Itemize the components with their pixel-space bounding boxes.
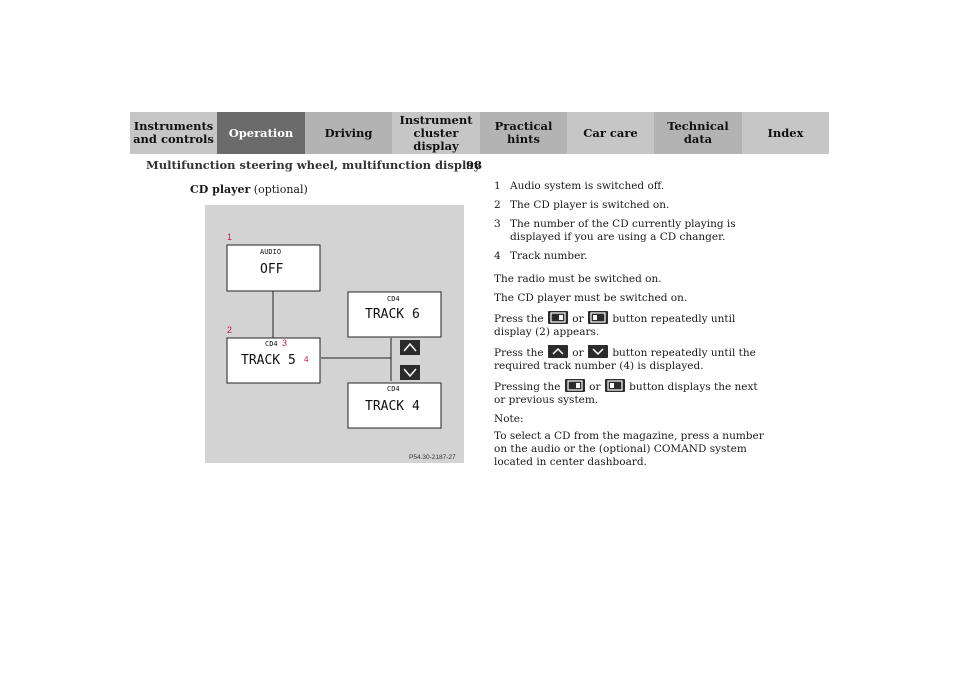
- callout-4: 4: [304, 355, 309, 364]
- next-system-icon: [564, 379, 585, 392]
- note-label: Note:: [494, 413, 524, 425]
- tab-instruments-and-controls[interactable]: Instruments and controls: [130, 112, 217, 154]
- callout-1: 1: [227, 232, 232, 242]
- note-text: To select a CD from the magazine, press …: [494, 430, 764, 468]
- arrow-down-icon: [400, 365, 420, 380]
- display-diagram: AUDIO OFF CD4 TRACK 5 CD4 TRACK 6 CD4 TR…: [226, 232, 456, 461]
- display-audio-off: [226, 244, 321, 292]
- tab-index[interactable]: Index: [742, 112, 829, 154]
- tab-car-care[interactable]: Car care: [567, 112, 654, 154]
- callout-3: 3: [282, 338, 287, 348]
- tab-operation[interactable]: Operation: [217, 112, 305, 154]
- paragraph: Press the or button repeatedly until the…: [494, 345, 756, 372]
- chapter-nav: Instruments and controls Operation Drivi…: [130, 112, 829, 154]
- arrow-up-icon: [547, 345, 568, 358]
- tab-practical-hints[interactable]: Practical hints: [480, 112, 567, 154]
- callout-2: 2: [227, 325, 232, 335]
- off-label: OFF: [260, 262, 284, 277]
- arrow-up-icon: [400, 340, 420, 355]
- paragraph: Press the or button repeatedly until dis…: [494, 311, 736, 338]
- page-header-title: Multifunction steering wheel, multifunct…: [146, 158, 481, 172]
- page-number: 98: [466, 158, 483, 172]
- track-next-label: TRACK 6: [365, 307, 420, 322]
- audio-label: AUDIO: [260, 248, 281, 256]
- previous-system-icon: [604, 379, 625, 392]
- paragraph: Pressing the or button displays the next…: [494, 379, 758, 406]
- paragraph: The CD player must be switched on.: [494, 292, 688, 304]
- tab-technical-data[interactable]: Technical data: [654, 112, 742, 154]
- cd-number-label: CD4: [265, 340, 278, 348]
- tab-instrument-cluster-display[interactable]: Instrument cluster display: [392, 112, 480, 154]
- figure-code: P54.30-2187-27: [409, 454, 456, 461]
- arrow-down-icon: [587, 345, 608, 358]
- section-title: CD player (optional): [190, 183, 308, 196]
- track-current-label: TRACK 5: [241, 353, 296, 368]
- tab-driving[interactable]: Driving: [305, 112, 392, 154]
- paragraph: The radio must be switched on.: [494, 273, 662, 285]
- track-prev-label: TRACK 4: [365, 399, 420, 414]
- display-track-next: [347, 291, 442, 338]
- next-system-icon: [547, 311, 568, 324]
- cd-player-figure: AUDIO OFF CD4 TRACK 5 CD4 TRACK 6 CD4 TR…: [205, 205, 464, 463]
- cd-number-label: CD4: [387, 385, 400, 393]
- previous-system-icon: [587, 311, 608, 324]
- display-track-prev: [347, 382, 442, 429]
- cd-number-label: CD4: [387, 295, 400, 303]
- display-track-current: [226, 337, 321, 384]
